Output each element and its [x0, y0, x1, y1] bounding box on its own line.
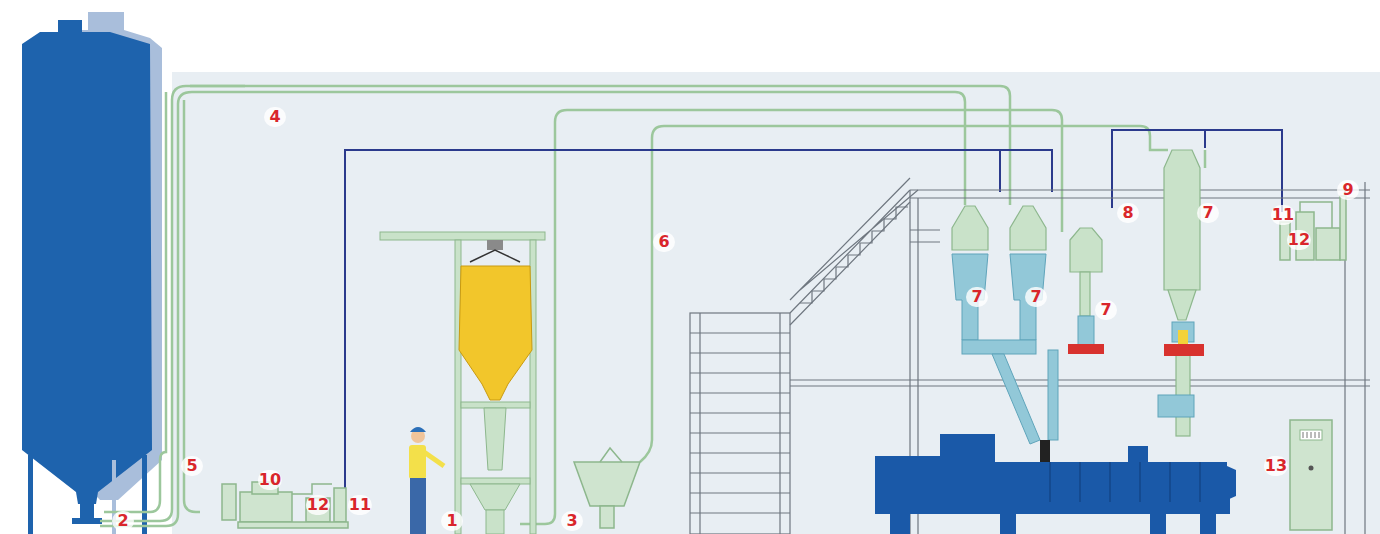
callout-number: 7 [1095, 300, 1117, 320]
callout-number: 8 [1117, 203, 1139, 223]
worker [409, 427, 444, 534]
callout-number: 2 [112, 511, 134, 531]
extruder [875, 434, 1236, 534]
hopper [574, 448, 640, 528]
callout-number: 13 [1264, 456, 1288, 476]
callout-number: 7 [1025, 287, 1047, 307]
callout-number: 11 [1271, 205, 1295, 225]
callout-number: 12 [306, 495, 330, 515]
callout-number: 5 [181, 456, 203, 476]
callout-number: 7 [1197, 203, 1219, 223]
extruder-barrel-segments [1050, 462, 1200, 502]
callout-number: 3 [561, 511, 583, 531]
callout-number: 11 [348, 495, 372, 515]
control-cabinet [1290, 420, 1332, 530]
vacuum-lines [345, 130, 1282, 505]
callout-number: 6 [653, 232, 675, 252]
callout-number: 4 [264, 107, 286, 127]
callout-number: 10 [258, 470, 282, 490]
callout-number: 1 [441, 511, 463, 531]
silo [22, 12, 162, 534]
material-receivers [952, 150, 1204, 444]
vacuum-pump [222, 482, 348, 528]
callout-number: 12 [1287, 230, 1311, 250]
background-panel [172, 72, 1380, 534]
callout-number: 7 [966, 287, 988, 307]
big-bag-station [380, 232, 545, 534]
conveying-lines [100, 86, 1205, 526]
platform-structure [690, 178, 1370, 534]
callout-number: 9 [1337, 180, 1359, 200]
